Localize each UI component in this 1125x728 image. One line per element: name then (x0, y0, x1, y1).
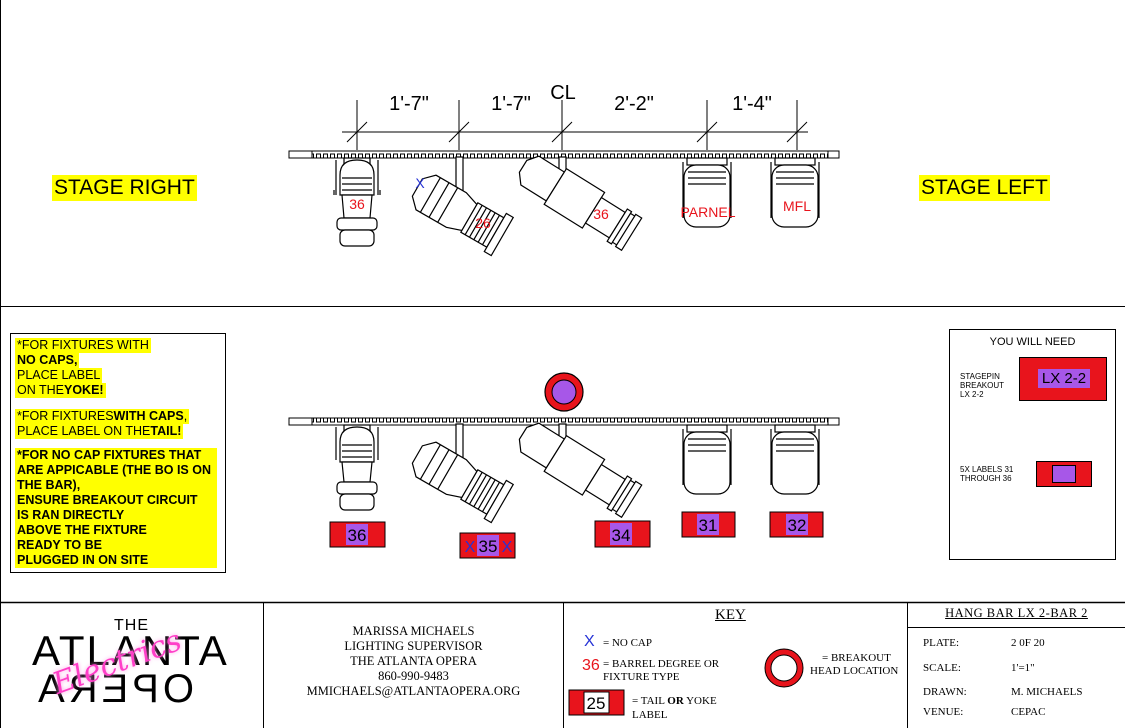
key-breakout-text: = BREAKOUT HEAD LOCATION (810, 652, 899, 677)
fixture-5-top (770, 157, 820, 228)
svg-text:X: X (465, 539, 476, 556)
contact-email: MMICHAELS@ATLANTAOPERA.ORG (306, 684, 521, 698)
plate-label: PLATE: (923, 637, 960, 649)
no-cap-mark-top: X (415, 175, 425, 191)
scale-label: SCALE: (923, 662, 961, 674)
plate-title: HANG BAR LX 2-BAR 2 (945, 606, 1088, 620)
you-will-need-box: YOU WILL NEED STAGEPIN BREAKOUT LX 2-2 L… (949, 329, 1116, 560)
svg-text:31: 31 (699, 516, 718, 535)
circuit-label-35: X 35 X (459, 532, 516, 559)
drawn-value: M. MICHAELS (1011, 686, 1083, 698)
key-title: KEY (715, 607, 746, 623)
key-breakout-swatch (764, 648, 804, 688)
svg-text:25: 25 (587, 694, 606, 713)
key-tail-text: = TAIL OR YOKE LABEL (632, 695, 717, 721)
scale-value: 1'=1" (1011, 662, 1035, 674)
contact-phone: 860-990-9483 (378, 669, 449, 683)
fixture-4-top (682, 157, 732, 228)
fixture-2-bottom (411, 423, 515, 524)
key-tail-label-swatch: 25 (568, 689, 625, 716)
fixture-4-type: PARNEL (681, 204, 736, 220)
note-no-caps: *FOR FIXTURES WITH NO CAPS, PLACE LABEL … (15, 338, 151, 398)
drawn-label: DRAWN: (923, 686, 967, 698)
dimension-label-2: 1'-7" (491, 93, 531, 115)
centerline-label: CL (550, 82, 576, 104)
key-barrel-text: = BARREL DEGREE OR FIXTURE TYPE (603, 658, 720, 683)
svg-text:35: 35 (479, 537, 498, 556)
venue-value: CEPAC (1011, 706, 1046, 718)
fixture-3-type: 36 (593, 206, 609, 222)
key-barrel-symbol: 36 (582, 657, 600, 674)
circuit-label-36: 36 (329, 521, 386, 548)
logo-the: THE (114, 617, 149, 634)
stage-left-label: STAGE LEFT (919, 175, 1050, 201)
svg-text:32: 32 (788, 516, 807, 535)
fixture-1-bottom (335, 424, 379, 511)
fixture-3-bottom (518, 422, 643, 519)
fixture-1-type: 36 (349, 196, 365, 212)
circuit-label-32: 32 (769, 511, 824, 538)
contact-name: MARISSA MICHAELS (352, 624, 475, 638)
stage-right-label: STAGE RIGHT (52, 175, 197, 201)
you-will-need-title: YOU WILL NEED (989, 336, 1076, 348)
dimension-label-4: 1'-4" (732, 93, 772, 115)
breakout-label-swatch: LX 2-2 (1019, 357, 1107, 401)
plate-value: 2 0F 20 (1011, 637, 1045, 649)
pipe-top (288, 150, 840, 159)
fixture-5-bottom (770, 424, 820, 495)
note-with-caps: *FOR FIXTURES WITH CAPS, PLACE LABEL ON … (15, 409, 190, 439)
logo-atlanta: ATLANTA (32, 627, 229, 674)
venue-label: VENUE: (923, 706, 964, 718)
atlanta-opera-logo: THE ATLANTA OPERA Electrics (10, 605, 260, 727)
fixture-4-bottom (682, 424, 732, 495)
key-no-cap-symbol: X (584, 633, 595, 650)
labels-description: 5X LABELS 31 THROUGH 36 (960, 465, 1014, 483)
notes-box: *FOR FIXTURES WITH NO CAPS, PLACE LABEL … (10, 333, 226, 573)
dimension-label-3: 2'-2" (614, 93, 654, 115)
fixture-5-type: MFL (783, 198, 811, 214)
dimension-lines (342, 100, 808, 150)
fixture-2-top (411, 156, 515, 257)
svg-text:X: X (502, 539, 513, 556)
circuit-label-34: 34 (594, 520, 651, 548)
titleblock-grid (263, 603, 1125, 728)
breakout-description: STAGEPIN BREAKOUT LX 2-2 (960, 372, 1005, 399)
circuit-label-31: 31 (681, 511, 736, 538)
fixture-2-type: 26 (475, 215, 491, 231)
circuit-labels-swatch (1036, 461, 1092, 487)
fixture-3-top (518, 155, 643, 252)
svg-text:36: 36 (348, 526, 367, 545)
svg-text:34: 34 (612, 526, 631, 545)
note-breakout: *FOR NO CAP FIXTURES THAT ARE APPICABLE … (15, 448, 217, 568)
contact-block: MARISSA MICHAELS LIGHTING SUPERVISOR THE… (264, 624, 563, 699)
contact-role: LIGHTING SUPERVISOR (344, 639, 483, 653)
fixture-1-top (333, 157, 381, 247)
dimension-label-1: 1'-7" (389, 93, 429, 115)
key-no-cap-text: = NO CAP (603, 637, 652, 649)
contact-org: THE ATLANTA OPERA (350, 654, 477, 668)
